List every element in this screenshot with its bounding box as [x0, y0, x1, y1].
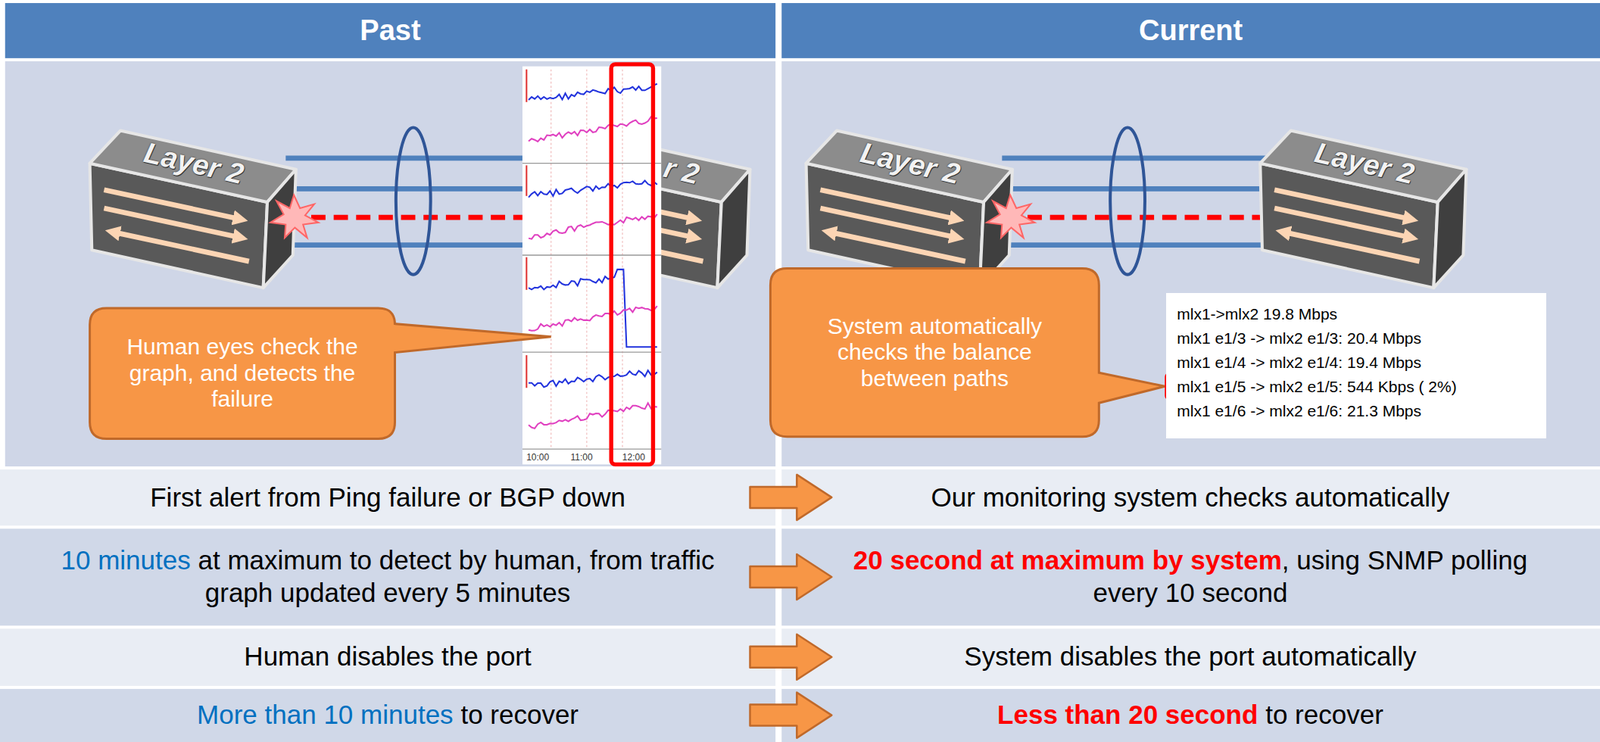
table-cell: Our monitoring system checks automatical…	[831, 469, 1600, 526]
table-cell: System disables the port automatically	[831, 628, 1600, 686]
cell-text: More than 10 minutes	[196, 699, 454, 730]
row-band	[0, 628, 1600, 686]
traffic-line	[528, 402, 658, 429]
output-line: mlx1 e1/3 -> mlx2 e1/3: 20.4 Mbps	[1176, 326, 1535, 351]
text-wrap: Human eyes check the graph, and detects …	[112, 333, 373, 413]
header-text: Current	[1138, 14, 1243, 47]
lag-ellipse	[1110, 127, 1145, 275]
block-arrow	[750, 474, 833, 521]
text-wrap: First alert from Ping failure or BGP dow…	[149, 481, 626, 515]
text-wrap: System disables the port automatically	[963, 640, 1416, 674]
failure-burst	[270, 194, 319, 238]
text-wrap: System automatically checks the balance …	[792, 313, 1077, 393]
traffic-line	[528, 370, 658, 387]
header-text: Past	[359, 14, 421, 47]
text-wrap: Less than 20 secondto recover	[997, 698, 1384, 732]
table-cell: First alert from Ping failure or BGP dow…	[5, 469, 751, 526]
axis-label: 12:00	[622, 452, 646, 463]
cell-text: Our monitoring system checks automatical…	[931, 482, 1451, 512]
traffic-line	[528, 180, 658, 197]
cell-text: at maximum to detect by human, from traf…	[198, 545, 715, 608]
output-text: mlx1 e1/5 -> mlx2 e1/5: 544 Kbps ( 2%)	[1176, 377, 1457, 396]
axis-label: 10:00	[526, 452, 549, 463]
cell-text: Less than 20 second	[997, 699, 1258, 730]
cell-text: to recover	[460, 699, 579, 730]
text-wrap: 10 minutesat maximum to detect by human,…	[25, 544, 751, 609]
traffic-line	[528, 305, 658, 331]
text-wrap: 20 second at maximum by system, using SN…	[831, 544, 1549, 609]
column-header: Current	[781, 3, 1600, 59]
cell-text: 20 second at maximum by system	[853, 545, 1282, 575]
output-text: mlx1 e1/4 -> mlx2 e1/4: 19.4 Mbps	[1176, 353, 1422, 372]
table-cell: Less than 20 secondto recover	[831, 689, 1600, 742]
table-cell: 20 second at maximum by system, using SN…	[831, 528, 1600, 626]
callout-shape	[90, 308, 552, 439]
callout-text: System automatically checks the balance …	[827, 313, 1042, 391]
output-line: mlx1->mlx2 19.8 Mbps	[1176, 302, 1535, 327]
traffic-line	[528, 84, 658, 100]
column-header: Past	[5, 3, 776, 59]
block-arrow	[750, 554, 833, 600]
text-wrap: mlx1->mlx2 19.8 Mbps mlx1 e1/3 -> mlx2 e1…	[1176, 302, 1535, 424]
output-text: mlx1 e1/3 -> mlx2 e1/3: 20.4 Mbps	[1176, 329, 1422, 347]
switch-device	[90, 130, 297, 289]
output-line: mlx1 e1/5 -> mlx2 e1/5: 544 Kbps ( 2%)	[1176, 374, 1535, 400]
monitor-output: mlx1->mlx2 19.8 Mbps mlx1 e1/3 -> mlx2 e1…	[1166, 293, 1546, 439]
switch-device	[806, 130, 1013, 289]
axis-label: 11:00	[570, 452, 593, 463]
traffic-line	[528, 214, 658, 240]
failure-burst	[986, 194, 1035, 238]
link-lines	[285, 158, 1276, 246]
output-text: mlx1 e1/6 -> mlx2 e1/6: 21.3 Mbps	[1176, 402, 1422, 420]
cell-text: First alert from Ping failure or BGP dow…	[149, 482, 626, 512]
callout-box: System automatically checks the balance …	[770, 268, 1099, 437]
panel-ground	[5, 61, 776, 467]
traffic-graph	[522, 64, 662, 465]
switch-device	[1260, 130, 1466, 289]
output-line: mlx1 e1/6 -> mlx2 e1/6: 21.3 Mbps	[1176, 399, 1535, 424]
header-band	[781, 3, 1600, 59]
traffic-line	[528, 116, 658, 142]
block-arrow	[750, 634, 833, 680]
callout-text: Human eyes check the graph, and detects …	[126, 333, 358, 412]
row-band	[0, 689, 1600, 742]
cell-text: Human disables the port	[243, 641, 531, 671]
column-divider	[775, 469, 782, 742]
block-arrow	[750, 692, 833, 739]
cell-text: System disables the port automatically	[963, 641, 1416, 671]
row-band	[0, 469, 1600, 526]
output-line: mlx1 e1/4 -> mlx2 e1/4: 19.4 Mbps	[1176, 350, 1535, 375]
callout-shape	[770, 268, 1165, 437]
table-cell: 10 minutesat maximum to detect by human,…	[5, 528, 751, 626]
text-wrap: Past	[359, 14, 421, 47]
text-wrap: Current	[1138, 14, 1243, 47]
header-band	[5, 3, 776, 59]
cell-text: 10 minutes	[61, 545, 191, 575]
row-band	[0, 528, 1600, 626]
output-text: mlx1->mlx2 19.8 Mbps	[1176, 305, 1338, 323]
callout-box: Human eyes check the graph, and detects …	[90, 308, 396, 439]
table-cell: More than 10 minutesto recover	[5, 689, 751, 742]
text-wrap: More than 10 minutesto recover	[196, 698, 579, 732]
cell-text: to recover	[1265, 699, 1384, 730]
text-wrap: Human disables the port	[243, 640, 531, 674]
table-cell: Human disables the port	[5, 628, 751, 686]
lag-ellipse	[396, 127, 431, 275]
text-wrap: Our monitoring system checks automatical…	[931, 481, 1451, 515]
